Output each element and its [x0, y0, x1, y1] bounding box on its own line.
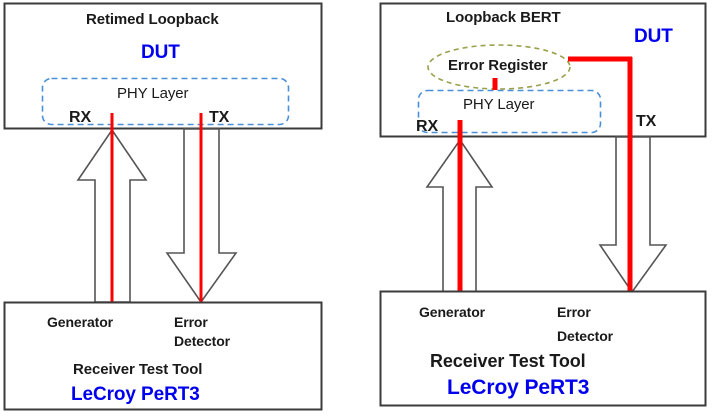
right-brand-label: LeCroy PeRT3 [447, 376, 590, 399]
left-phy-layer-box [41, 77, 290, 126]
right-error-register-ellipse [427, 44, 571, 90]
right-down-arrow [598, 136, 668, 294]
right-phy-layer-box [417, 89, 602, 134]
left-rx-label: RX [69, 109, 92, 126]
right-error-detector-label-line2: Detector [557, 328, 613, 344]
right-error-detector-label-line1: Error [557, 304, 591, 320]
left-test-tool-name: Receiver Test Tool [73, 361, 203, 378]
left-dut-badge: DUT [141, 42, 180, 63]
left-dut-box [3, 2, 323, 130]
right-dut-title: Loopback BERT [446, 9, 561, 26]
left-error-detector-label-line2: Detector [174, 333, 230, 349]
right-test-tool-box [379, 290, 707, 407]
right-error-register-label: Error Register [448, 57, 548, 74]
right-rx-label: RX [416, 118, 439, 135]
left-generator-label: Generator [47, 314, 114, 330]
right-dut-box [379, 2, 707, 138]
left-error-detector-label-line1: Error [174, 314, 208, 330]
right-test-tool-name: Receiver Test Tool [430, 351, 586, 371]
right-phy-layer-label: PHY Layer [463, 96, 535, 113]
left-tx-label: TX [209, 109, 230, 126]
left-dut-title: Retimed Loopback [86, 11, 219, 28]
right-tx-label: TX [636, 113, 657, 130]
right-dut-badge: DUT [634, 26, 673, 47]
left-test-tool-box [3, 301, 323, 411]
right-generator-label: Generator [419, 304, 486, 320]
left-brand-label: LeCroy PeRT3 [71, 384, 200, 405]
left-phy-layer-label: PHY Layer [117, 85, 189, 102]
